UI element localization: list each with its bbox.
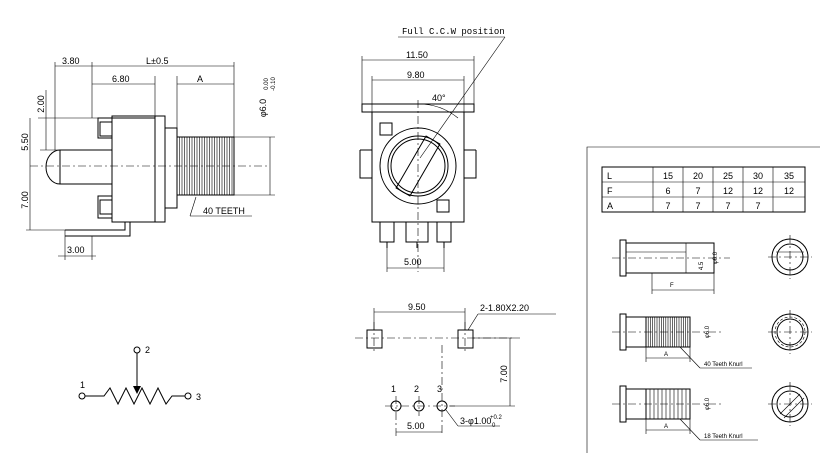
- pcb-pin-3: 3: [437, 384, 442, 394]
- dim-3-00: 3.00: [67, 245, 85, 255]
- spec-cell: 15: [663, 171, 673, 181]
- spec-cell: 25: [723, 171, 733, 181]
- front-view: 11.50 9.80 40° Full C.C.W position 5.00: [359, 27, 506, 272]
- shaft-variant-knurl40: A φ6.0 40 Teeth Knurl: [612, 310, 812, 369]
- shaft-variant-knurl18: A φ6.0 18 Teeth Knurl: [612, 382, 812, 441]
- angle-label: 40°: [432, 93, 446, 103]
- spec-row-label: A: [607, 201, 613, 211]
- sch-pin-3: 3: [196, 392, 201, 402]
- spec-table: L 15 20 25 30 35F 6 7 12 12 12A 7 7 7 7: [601, 166, 806, 213]
- knurl18-dia: φ6.0: [705, 397, 711, 410]
- flat-small-dim: 4.5: [699, 261, 705, 270]
- sch-pin-1: 1: [80, 380, 85, 390]
- flat-dia: φ6.0: [713, 251, 719, 264]
- hole-tol-upper: +0.2: [490, 415, 503, 421]
- spec-cell: 12: [784, 186, 794, 196]
- position-label: Full C.C.W position: [402, 27, 505, 37]
- dia-tol-upper: 0.00: [264, 78, 270, 90]
- shaft-variant-flat: F 4.5 φ6.0: [612, 235, 812, 294]
- spec-cell: 7: [695, 201, 700, 211]
- spec-cell: 12: [723, 186, 733, 196]
- knurl18-a: A: [664, 424, 668, 430]
- knurl40-label: 40 Teeth Knurl: [704, 362, 743, 368]
- pcb-dim-5-00: 5.00: [407, 421, 425, 431]
- dim-2-00: 2.00: [36, 95, 46, 113]
- side-view: 3.80 L±0.5 6.80 A 2.00 5.50 7.00 3.00 φ6…: [20, 56, 277, 260]
- dim-dia: φ6.0: [258, 99, 268, 117]
- dim-9-50: 9.50: [408, 302, 426, 312]
- dim-7-00: 7.00: [20, 191, 30, 209]
- slot-label: 2-1.80X2.20: [480, 303, 529, 313]
- spec-cell: 6: [665, 186, 670, 196]
- teeth-label: 40 TEETH: [203, 206, 245, 216]
- spec-cell: 30: [753, 171, 763, 181]
- sch-pin-2: 2: [145, 345, 150, 355]
- spec-cell: 7: [755, 201, 760, 211]
- dim-5-50: 5.50: [20, 133, 30, 151]
- dim-6-80: 6.80: [112, 74, 130, 84]
- dim-l: L±0.5: [146, 56, 168, 66]
- spec-cell: 12: [753, 186, 763, 196]
- spec-cell: 7: [695, 186, 700, 196]
- dia-tol-lower: -0.10: [271, 77, 277, 91]
- hole-label: 3-φ1.00: [460, 416, 491, 426]
- spec-cells: L 15 20 25 30 35F 6 7 12 12 12A 7 7 7 7: [607, 171, 794, 211]
- dim-9-80: 9.80: [407, 70, 425, 80]
- spec-row-label: F: [607, 186, 613, 196]
- spec-cell: 35: [784, 171, 794, 181]
- hole-tol-lower: 0: [492, 423, 496, 429]
- spec-cell: 7: [725, 201, 730, 211]
- dim-11-50: 11.50: [406, 50, 428, 60]
- dim-3-80: 3.80: [62, 56, 80, 66]
- spec-cell: 7: [665, 201, 670, 211]
- knurl18-label: 18 Teeth Knurl: [704, 434, 743, 440]
- knurl40-dia: φ6.0: [705, 325, 711, 338]
- pcb-dim-7-00: 7.00: [499, 365, 509, 383]
- spec-cell: 20: [693, 171, 703, 181]
- dim-5-00: 5.00: [404, 257, 422, 267]
- dim-a: A: [197, 74, 203, 84]
- spec-row-label: L: [607, 171, 612, 181]
- knurl40-a: A: [664, 352, 668, 358]
- variants-panel: L 15 20 25 30 35F 6 7 12 12 12A 7 7 7 7 F 4.5 φ6.0: [586, 146, 820, 453]
- schematic-symbol: 1 2 3: [78, 345, 201, 406]
- pcb-layout: 9.50 2-1.80X2.20 7.00 1 2 3 5.00 3-φ1.00…: [355, 302, 556, 436]
- flat-f: F: [670, 283, 674, 289]
- pcb-pin-1: 1: [391, 384, 396, 394]
- pcb-pin-2: 2: [414, 384, 419, 394]
